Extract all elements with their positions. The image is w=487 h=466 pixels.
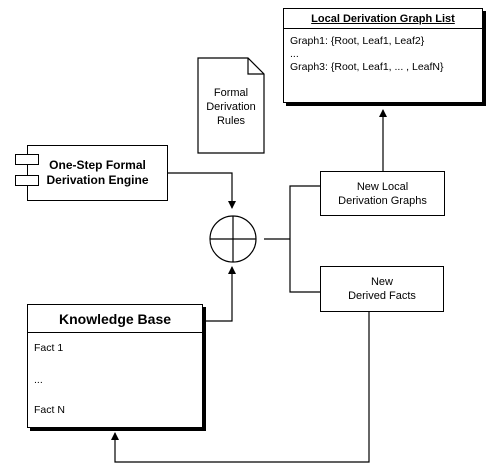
new-graphs-line-1: New Local: [356, 180, 409, 193]
new-facts-line-2: Derived Facts: [348, 290, 416, 302]
engine-title-line-2: Derivation Engine: [46, 173, 149, 187]
rules-line-3: Rules: [216, 115, 246, 127]
engine-to-combiner-arrow: [168, 172, 236, 209]
derivation-engine-component: One-Step Formal Derivation Engine: [27, 145, 168, 201]
fact-item: Fact 1: [34, 342, 64, 354]
formal-derivation-rules-doc: Formal Derivation Rules: [198, 76, 264, 138]
rules-line-1: Formal: [213, 87, 249, 99]
graph-list-item: ...: [290, 48, 299, 60]
fact-item: Fact N: [34, 404, 65, 416]
new-facts-line-1: New: [370, 276, 393, 288]
component-port-top-icon: [15, 154, 39, 165]
new-graphs-line-2: Derivation Graphs: [338, 194, 427, 207]
rules-document-shape: [197, 57, 265, 154]
local-derivation-graph-list: Local Derivation Graph List Graph1: {Roo…: [283, 8, 483, 103]
new-facts-to-kb-arrow: [111, 312, 370, 463]
branch-to-new-graphs: [289, 185, 320, 293]
new-local-derivation-graphs-box: New Local Derivation Graphs: [320, 171, 445, 216]
combiner-icon: [209, 215, 257, 263]
fact-item: ...: [34, 374, 43, 386]
graph-list-item: Graph1: {Root, Leaf1, Leaf2}: [290, 35, 425, 47]
kb-to-combiner-arrow: [203, 266, 236, 322]
knowledge-base-title: Knowledge Base: [28, 305, 202, 333]
new-derived-facts-box: New Derived Facts: [320, 266, 444, 312]
rules-line-2: Derivation: [206, 101, 256, 113]
component-port-bottom-icon: [15, 175, 39, 186]
graph-list-title: Local Derivation Graph List: [284, 9, 482, 29]
engine-title-line-1: One-Step Formal: [49, 158, 146, 172]
graph-list-item: Graph3: {Root, Leaf1, ... , LeafN}: [290, 61, 444, 73]
knowledge-base: Knowledge Base Fact 1 ... Fact N: [27, 304, 203, 428]
